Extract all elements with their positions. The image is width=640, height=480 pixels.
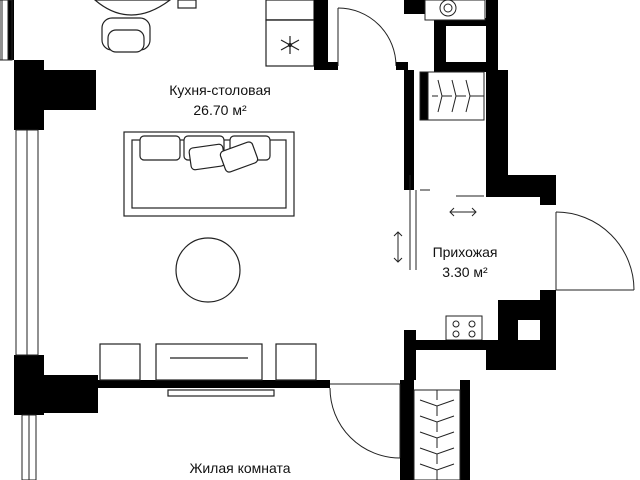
- entrance-door: [555, 211, 635, 291]
- hall-room-label: Прихожая 3.30 м²: [410, 242, 520, 282]
- coffee-table: [175, 237, 241, 303]
- living-room-name: Жилая комната: [189, 460, 291, 476]
- sofa: [123, 131, 295, 217]
- kitchen-room-label: Кухня-столовая 26.70 м²: [150, 80, 290, 120]
- snowflake-icon: [280, 36, 300, 54]
- hall-left-wall: [404, 70, 414, 190]
- dining-table: [94, 0, 197, 53]
- hall-closet: [419, 71, 485, 121]
- wall-segment: [396, 62, 408, 70]
- kitchen-room-name: Кухня-столовая: [169, 82, 271, 98]
- left-windows: [1, 0, 39, 480]
- hall-room-area: 3.30 м²: [442, 264, 488, 280]
- kitchen-door: [337, 7, 397, 67]
- resize-arrow-icon: [393, 195, 484, 263]
- kitchen-counter: [265, 0, 315, 67]
- living-door: [329, 383, 401, 459]
- kitchen-right-wall: [314, 0, 338, 70]
- bathroom-walls: [400, 330, 486, 480]
- hall-room-name: Прихожая: [432, 244, 498, 260]
- washer-icon: [424, 0, 486, 21]
- hall-right-wall: [486, 290, 556, 370]
- tv-stand: [99, 343, 317, 397]
- living-room-label: Жилая комната: [160, 458, 320, 478]
- left-exterior-wall: [0, 0, 98, 415]
- kitchen-room-area: 26.70 м²: [193, 102, 247, 118]
- stove-icon: [445, 315, 483, 341]
- partition-wall: [98, 380, 330, 388]
- bath-closet: [413, 389, 461, 480]
- sliding-door-hall: [409, 175, 430, 270]
